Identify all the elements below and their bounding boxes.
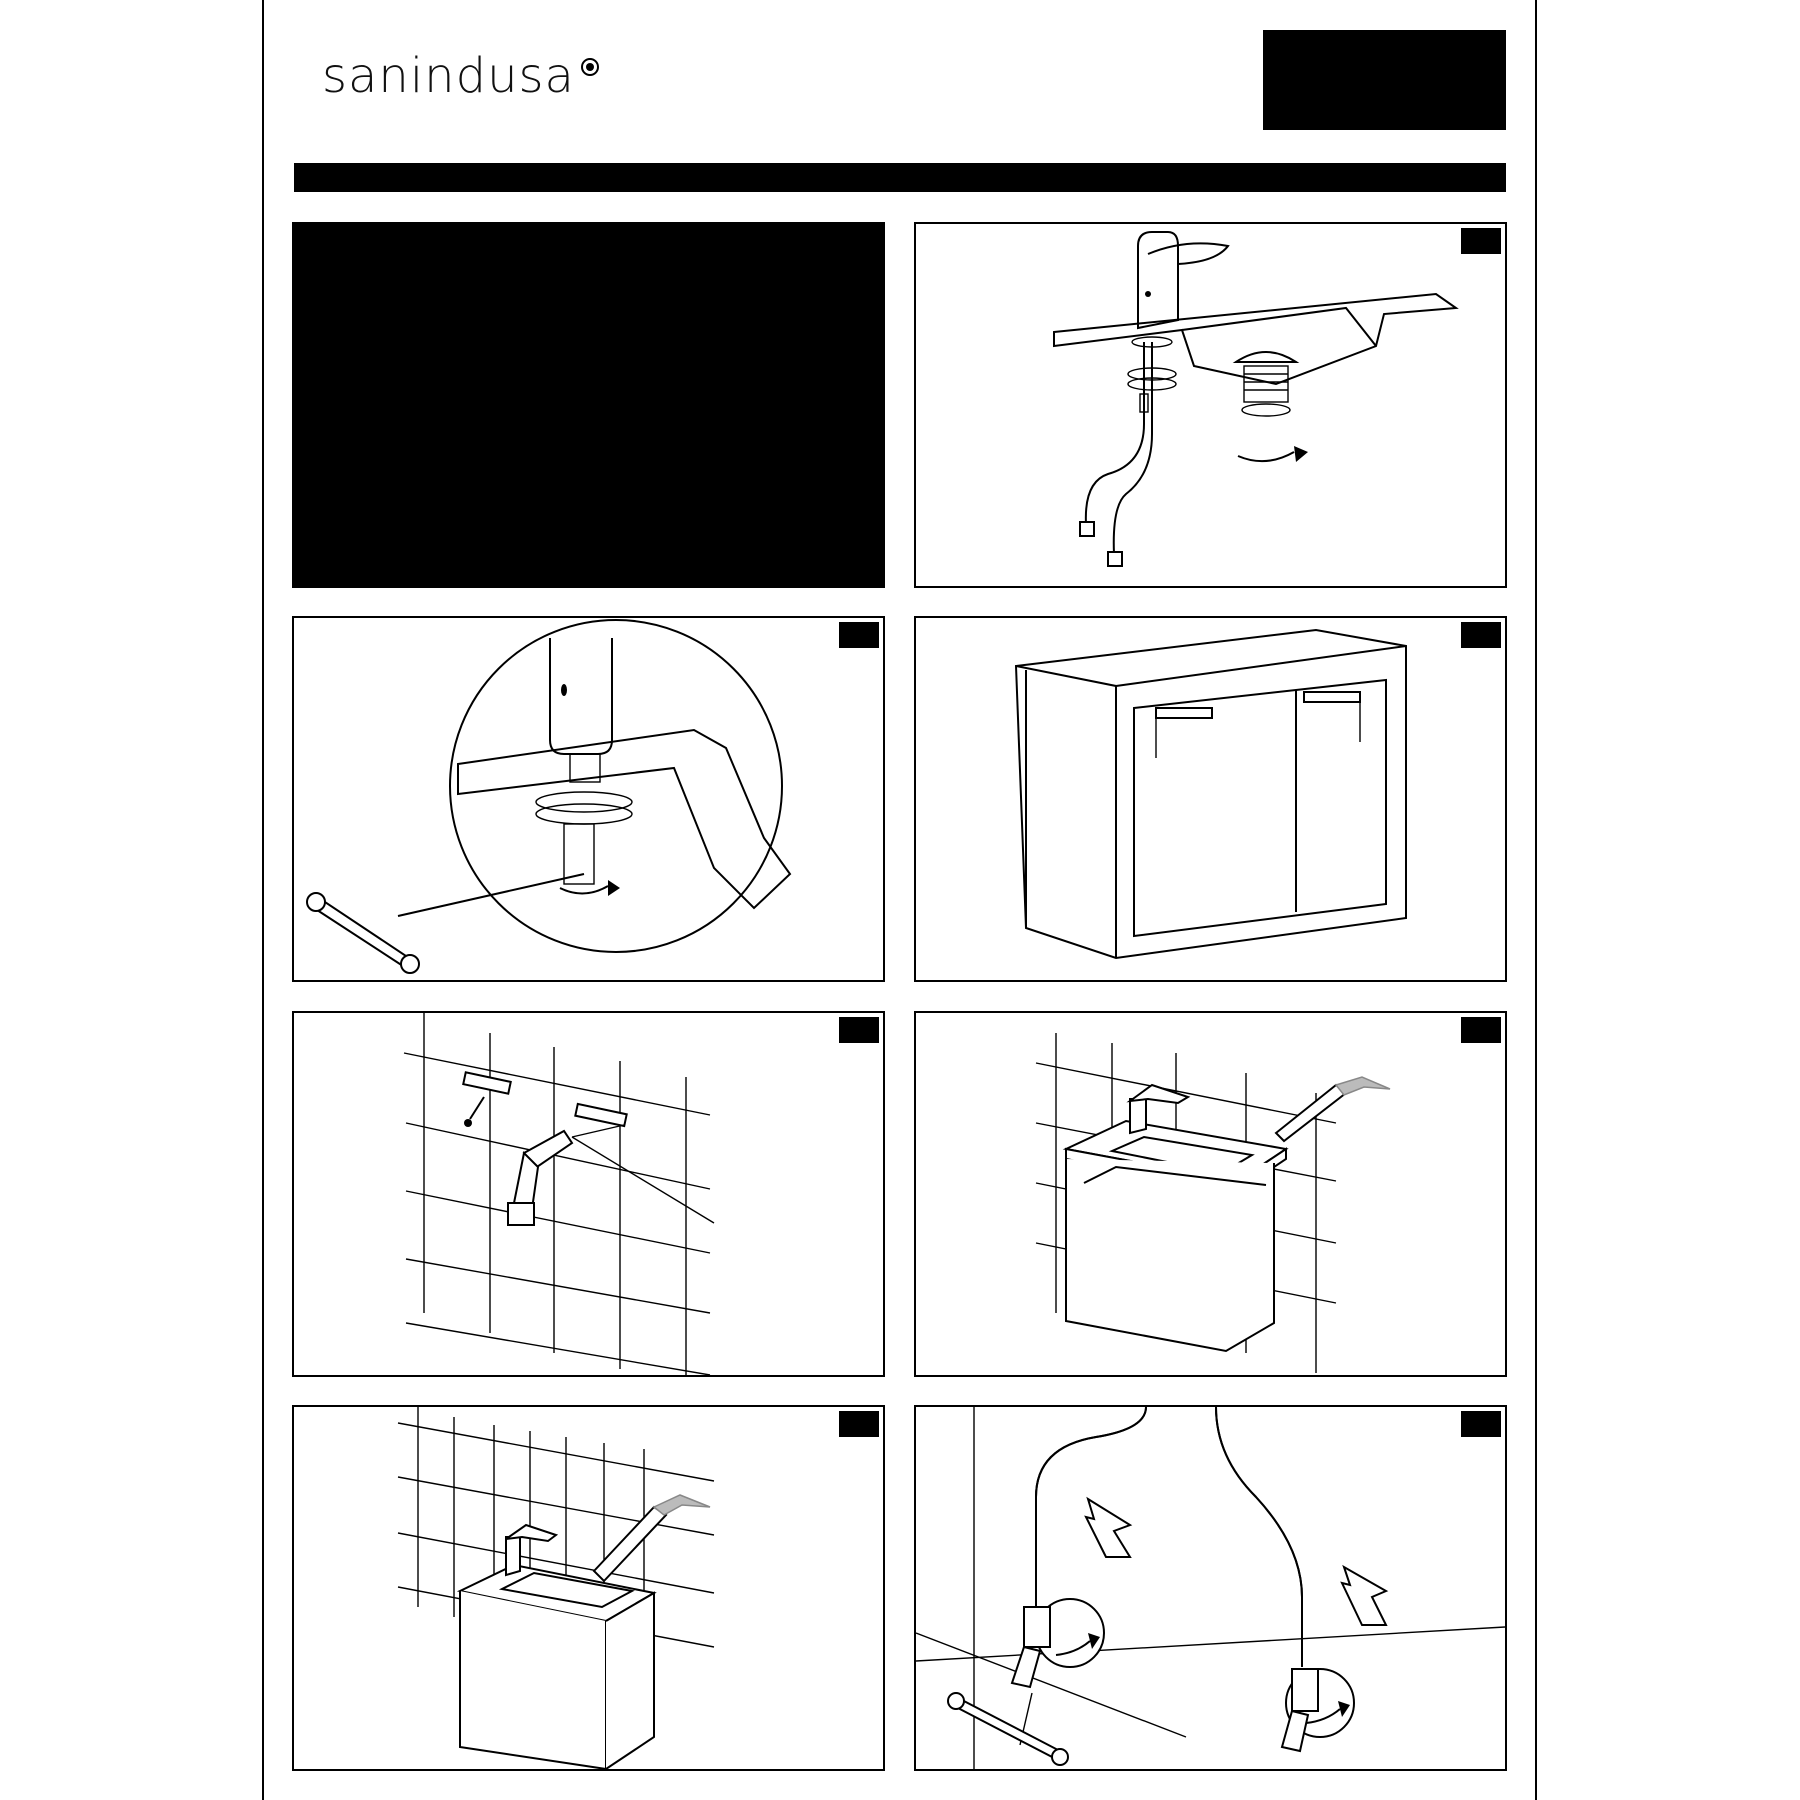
title-bar <box>294 163 1506 192</box>
step-5-panel <box>914 1011 1507 1377</box>
drill-wall-brackets-illustration <box>403 1013 715 1375</box>
step-number-tag <box>1461 1017 1501 1043</box>
brand-name: sanindusa <box>322 48 575 104</box>
sun-droplet-icon <box>1084 1496 1133 1558</box>
step-3-panel <box>914 616 1507 982</box>
step-number-tag <box>1461 1411 1501 1437</box>
snowflake-droplet-icon <box>1340 1564 1389 1626</box>
step-number-tag <box>839 1411 879 1437</box>
seal-basin-wall-joint-illustration <box>397 1407 715 1769</box>
faucet-and-drain-illustration <box>1053 231 1459 567</box>
step-2-panel <box>292 616 885 982</box>
step-number-tag <box>839 1017 879 1043</box>
wrench-tighten-detail-illustration <box>306 619 792 974</box>
step-number-tag <box>839 622 879 648</box>
manual-page <box>262 0 1537 1800</box>
step-number-tag <box>1461 228 1501 254</box>
header-label-box <box>1263 30 1506 130</box>
step-4-panel <box>292 1011 885 1377</box>
step-7-panel <box>914 1405 1507 1771</box>
vanity-cabinet-illustration <box>1014 628 1407 960</box>
brand-logo: sanindusa <box>322 46 601 106</box>
step-1-panel <box>914 222 1507 588</box>
intro-text-box <box>292 222 885 588</box>
supply-hose-connection-illustration <box>916 1407 1505 1769</box>
step-number-tag <box>1461 622 1501 648</box>
basin-placement-sealant-illustration <box>1035 1033 1391 1373</box>
logo-mark-icon <box>580 58 599 76</box>
step-6-panel <box>292 1405 885 1771</box>
